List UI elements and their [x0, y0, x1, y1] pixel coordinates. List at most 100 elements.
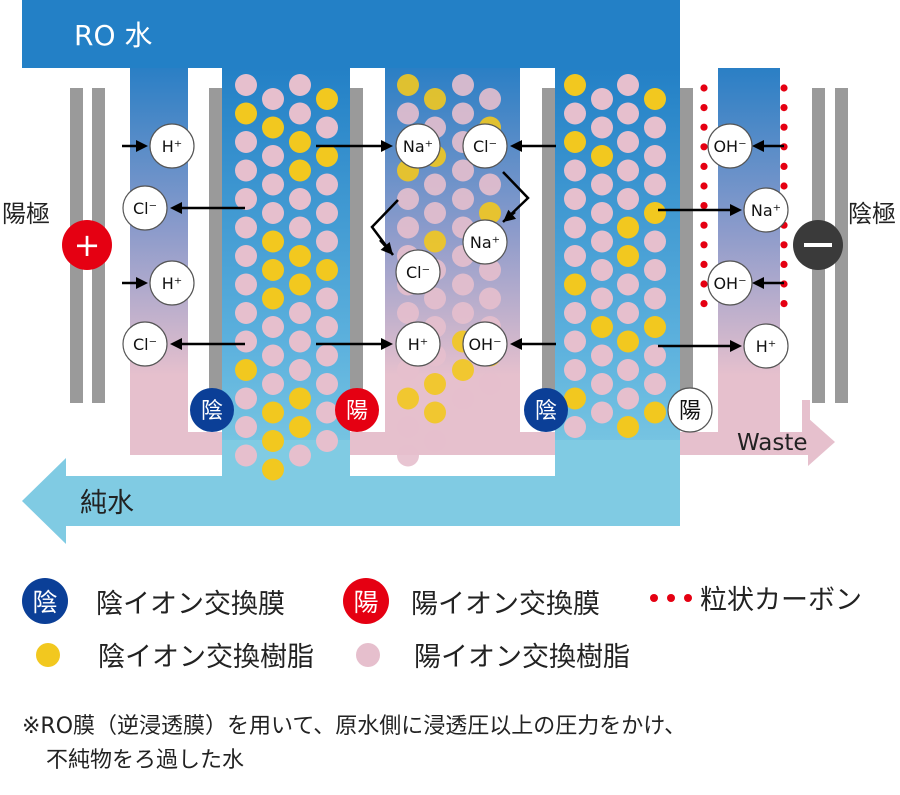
anion-resin-bead	[262, 259, 284, 281]
cation-resin-bead	[617, 359, 639, 381]
ion-label: Na⁺	[403, 137, 433, 156]
cation-resin-bead	[235, 131, 257, 153]
cation-resin-bead	[479, 373, 501, 395]
cation-resin-bead	[289, 302, 311, 324]
carbon-dot	[700, 260, 708, 268]
ion-label: Cl⁻	[406, 263, 430, 282]
cation-resin-bead	[591, 259, 613, 281]
anion-resin-bead	[617, 245, 639, 267]
ion: Na⁺	[743, 187, 789, 233]
membrane-badges: 陰陽陰陽	[190, 387, 713, 433]
ion-circle	[743, 323, 789, 369]
cation-resin-bead	[397, 416, 419, 438]
pure-water-label: 純水	[80, 488, 134, 519]
arrow-head	[381, 338, 393, 350]
ion-arrow	[379, 239, 387, 247]
carbon-dot	[700, 221, 708, 229]
carbon-dot	[700, 162, 708, 170]
cation-resin-bead	[564, 302, 586, 324]
ion: Cl⁻	[395, 249, 441, 295]
anion-resin-bead	[617, 416, 639, 438]
anion-resin-bead	[289, 416, 311, 438]
resin-beads	[235, 74, 666, 481]
ion: Na⁺	[395, 123, 441, 169]
ion-circle	[462, 321, 508, 367]
ion: H⁺	[743, 323, 789, 369]
ion: Cl⁻	[462, 123, 508, 169]
anion-resin-bead	[397, 387, 419, 410]
cation-resin-bead	[235, 444, 257, 467]
cation-resin-bead	[316, 430, 338, 452]
arrow-head	[136, 140, 148, 152]
legend-label: 陽イオン交換膜	[411, 588, 600, 620]
ion-circle	[149, 260, 195, 306]
anode-plus-icon	[62, 220, 112, 270]
carbon-dots-icon	[650, 593, 692, 602]
ion-label: OH⁻	[713, 274, 746, 293]
cation-resin-bead	[617, 387, 639, 410]
anion-resin-bead	[289, 387, 311, 410]
membrane-badge-label: 陰	[535, 399, 557, 424]
ion-circle	[395, 321, 441, 367]
cation-resin-bead	[235, 416, 257, 438]
carbon-dot	[780, 182, 788, 190]
carbon-dot	[780, 260, 788, 268]
ion-circle	[707, 260, 753, 306]
cation-resin-bead	[235, 302, 257, 324]
arrow-head	[730, 204, 742, 216]
cation-resin-bead	[479, 88, 501, 110]
cation-resin-bead	[289, 216, 311, 239]
legend-cation-resin: 陽イオン交換樹脂	[356, 635, 630, 674]
cation-resin-bead	[564, 330, 586, 353]
cathode-label: 陰極	[848, 200, 896, 228]
cation-resin-bead	[316, 401, 338, 424]
cation-resin-bead	[591, 116, 613, 139]
cation-resin-bead	[235, 330, 257, 353]
anion-resin-bead	[452, 359, 474, 381]
cation-resin-bead	[424, 430, 446, 452]
anode-channel	[130, 68, 188, 430]
cation-resin-bead	[644, 344, 666, 367]
cation-resin-bead	[617, 102, 639, 125]
cation-resin-bead	[591, 173, 613, 196]
anion-resin-bead	[424, 373, 446, 395]
anion-resin-bead	[424, 230, 446, 253]
cation-resin-bead	[289, 444, 311, 467]
carbon-dot	[700, 143, 708, 151]
cation-resin-bead	[289, 74, 311, 96]
cation-resin-bead	[591, 344, 613, 367]
cation-resin-bead	[564, 188, 586, 210]
ro-water-label: RO 水	[74, 19, 152, 52]
anion-resin-bead	[289, 159, 311, 182]
edi-diagram: RO 水 純水 H⁺Cl⁻H⁺Cl⁻Na⁺Cl⁻Na⁺Cl⁻H⁺OH⁻OH⁻Na…	[2, 0, 896, 544]
carbon-dot	[700, 104, 708, 112]
legend-anion-membrane: 陰 陰イオン交換膜	[22, 578, 285, 624]
pure-water-arrow-head	[22, 458, 66, 544]
anion-resin-bead	[397, 74, 419, 96]
ion-label: H⁺	[408, 335, 428, 354]
cation-resin-bead	[564, 359, 586, 381]
ion: H⁺	[149, 123, 195, 169]
cation-resin-bead	[591, 287, 613, 310]
cation-resin-bead	[452, 387, 474, 410]
membrane-badge-label: 陽	[679, 399, 701, 424]
anion-resin-bead	[289, 273, 311, 296]
ion-label: H⁺	[162, 137, 182, 156]
anion-resin-bead	[591, 316, 613, 338]
anion-resin-bead	[591, 145, 613, 167]
anion-resin-bead	[289, 245, 311, 267]
arrow-head	[136, 277, 148, 289]
cation-resin-dot-icon	[356, 642, 380, 667]
arrow-head	[752, 277, 764, 289]
cation-resin-bead	[564, 159, 586, 182]
arrow-head	[752, 140, 764, 152]
carbon-dot	[780, 241, 788, 249]
waste-arrow-head	[808, 418, 835, 466]
anion-membrane-badge-icon: 陰	[22, 578, 68, 624]
cation-resin-bead	[452, 74, 474, 96]
anion-resin-bead	[235, 359, 257, 381]
legend-label: 陽イオン交換樹脂	[414, 642, 630, 673]
anion-resin-bead	[644, 202, 666, 224]
cathode-channel	[718, 68, 780, 430]
cathode-minus-bar	[804, 243, 832, 247]
